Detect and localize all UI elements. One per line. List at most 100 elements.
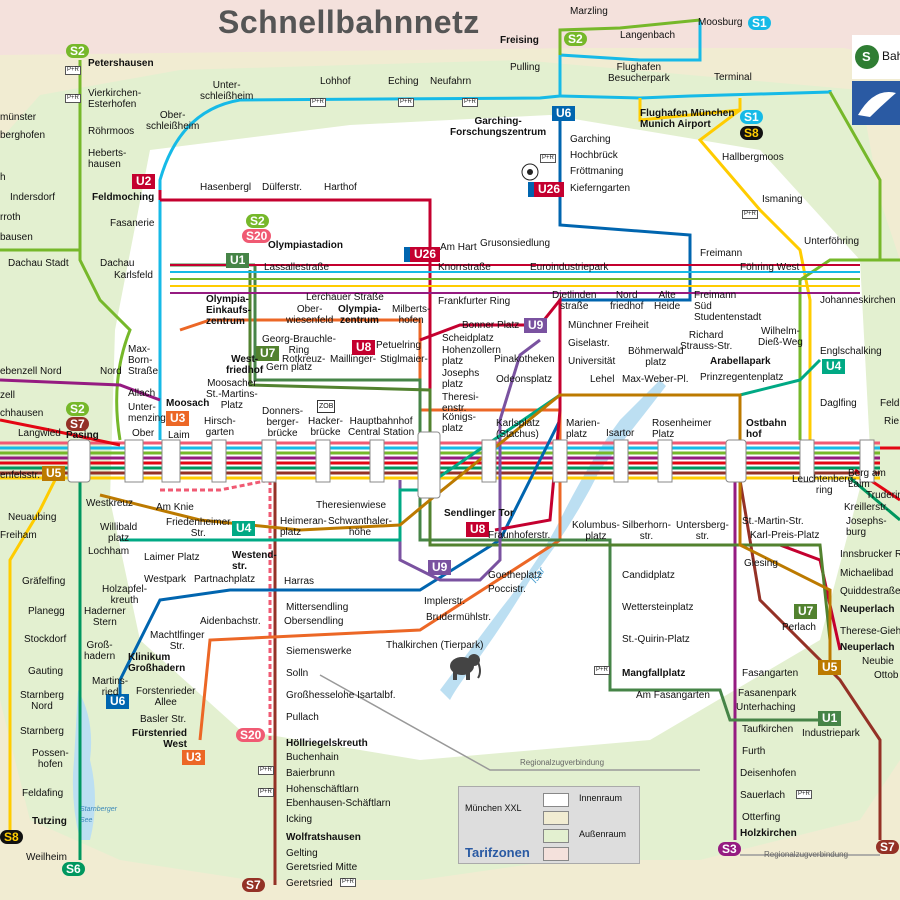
station-roehrmoos[interactable]: Röhrmoos (88, 126, 135, 137)
station-am-knie[interactable]: Am Knie (156, 502, 194, 513)
station-enfelsstr[interactable]: enfelsstr. (0, 470, 41, 481)
station-pinakotheken[interactable]: Pinakotheken (494, 354, 555, 365)
station-forstenrieder[interactable]: Forstenrieder Allee (136, 686, 196, 708)
station-untersberg[interactable]: Untersberg- str. (676, 520, 729, 542)
station-kolumbusplatz[interactable]: Kolumbus- platz (572, 520, 620, 542)
station-gauting[interactable]: Gauting (28, 666, 64, 677)
station-hoellriegelskreuth[interactable]: Höllriegelskreuth (286, 738, 368, 749)
station-pullach[interactable]: Pullach (286, 712, 319, 723)
station-muenster[interactable]: münster (0, 112, 37, 123)
station-fuerstenried-west[interactable]: Fürstenried West (132, 728, 188, 750)
station-flughafen-besucherpark[interactable]: Flughafen Besucherpark (608, 62, 670, 84)
station-isartor[interactable]: Isartor (606, 428, 635, 439)
station-tutzing[interactable]: Tutzing (32, 816, 67, 827)
station-am-hart[interactable]: Am Hart (440, 242, 477, 253)
station-machtlfinger[interactable]: Machtlfinger Str. (150, 630, 205, 652)
station-klinikum[interactable]: Klinikum Großhadern (128, 652, 186, 674)
station-starnberg-nord[interactable]: Starnberg Nord (20, 690, 64, 712)
station-euroindustriepark[interactable]: Euroindustriepark (530, 262, 609, 273)
station-maillinger[interactable]: Maillinger- (330, 354, 377, 365)
station-unterhaching[interactable]: Unterhaching (736, 702, 796, 713)
station-hasenbergl[interactable]: Hasenbergl (200, 182, 252, 193)
station-planegg[interactable]: Planegg (28, 606, 65, 617)
station-universitaet[interactable]: Universität (568, 356, 616, 367)
station-siemenswerke[interactable]: Siemenswerke (286, 646, 352, 657)
station-feldafing[interactable]: Feldafing (22, 788, 64, 799)
station-possenhofen[interactable]: Possen- hofen (32, 748, 69, 770)
station-rie[interactable]: Rie (884, 416, 900, 427)
station-neuaubing[interactable]: Neuaubing (8, 512, 57, 523)
station-berghofen[interactable]: berghofen (0, 130, 46, 141)
station-englschalking[interactable]: Englschalking (820, 346, 882, 357)
station-berg-am-laim[interactable]: Berg am Laim (848, 468, 886, 490)
station-candidplatz[interactable]: Candidplatz (622, 570, 675, 581)
station-ostbahnhof[interactable]: Ostbahn hof (746, 418, 787, 440)
station-freimann-studenten[interactable]: Freimann Süd Studentenstadt (694, 290, 762, 323)
station-h[interactable]: h (0, 172, 6, 183)
station-giselastr[interactable]: Giselastr. (568, 338, 610, 349)
station-gern[interactable]: Gern platz (266, 362, 313, 373)
station-fasanenpark[interactable]: Fasanenpark (738, 688, 797, 699)
station-olympia-einkauf[interactable]: Olympia- Einkaufs- zentrum (206, 294, 252, 327)
station-karl-preis[interactable]: Karl-Preis-Platz (750, 530, 820, 541)
station-kreillerstr[interactable]: Kreillerstr. (844, 502, 889, 513)
station-josephsplatz[interactable]: Josephs platz (442, 368, 480, 390)
station-westpark[interactable]: Westpark (144, 574, 187, 585)
station-theresienstr[interactable]: Theresi- enstr. (442, 392, 479, 414)
station-ismaning[interactable]: Ismaning (762, 194, 803, 205)
station-moosacher[interactable]: Moosacher St.-Martins- Platz (206, 378, 258, 411)
station-untermenzing[interactable]: Unter- menzing (128, 402, 166, 424)
station-johanneskirchen[interactable]: Johanneskirchen (820, 295, 896, 306)
station-grosshadern[interactable]: Groß- hadern (84, 640, 116, 662)
station-laimer-platz[interactable]: Laimer Platz (144, 552, 200, 563)
station-harras[interactable]: Harras (284, 576, 315, 587)
station-moosburg[interactable]: Moosburg (698, 17, 743, 28)
station-aidenbach[interactable]: Aidenbachstr. (200, 616, 261, 627)
station-daglfing[interactable]: Daglfing (820, 398, 857, 409)
station-holzkirchen[interactable]: Holzkirchen (740, 828, 797, 839)
station-weilheim[interactable]: Weilheim (26, 852, 67, 863)
station-lerchauer[interactable]: Lerchauer Straße (306, 292, 384, 303)
station-langwied[interactable]: Langwied (18, 428, 61, 439)
station-marienplatz[interactable]: Marien- platz (566, 418, 600, 440)
station-prinzregenten[interactable]: Prinzregentenplatz (700, 372, 784, 383)
station-zell[interactable]: zell (0, 390, 16, 401)
station-karlsfeld[interactable]: Karlsfeld (114, 270, 153, 281)
station-arabellapark[interactable]: Arabellapark (710, 356, 771, 367)
station-oberwiesenfeld[interactable]: Ober- wiesenfeld (286, 304, 334, 326)
station-feld[interactable]: Feld (880, 398, 900, 409)
station-st-quirin[interactable]: St.-Quirin-Platz (622, 634, 690, 645)
station-goetheplatz[interactable]: Goetheplatz (488, 570, 542, 581)
station-freiham[interactable]: Freiham (0, 530, 37, 541)
station-basler[interactable]: Basler Str. (140, 714, 187, 725)
station-scheidplatz[interactable]: Scheidplatz (442, 333, 494, 344)
station-lohhof[interactable]: Lohhof (320, 76, 351, 87)
station-hackerbruecke[interactable]: Hacker- brücke (308, 416, 344, 438)
station-erroth[interactable]: rroth (0, 212, 21, 223)
station-grusonsiedlung[interactable]: Grusonsiedlung (480, 238, 551, 249)
station-mangfallplatz[interactable]: Mangfallplatz (622, 668, 686, 679)
station-josephsburg[interactable]: Josephs- burg (846, 516, 887, 538)
station-hohenschaeftlarn[interactable]: Hohenschäftlarn (286, 784, 359, 795)
station-georg-brauchle[interactable]: Georg-Brauchle- Ring (262, 334, 336, 356)
station-sendlinger-tor[interactable]: Sendlinger Tor (444, 508, 514, 519)
station-fraunhoferstr[interactable]: Fraunhoferstr. (488, 530, 551, 541)
station-unterschleissheim[interactable]: Unter- schleißheim (200, 80, 254, 102)
station-rotkreuz[interactable]: Rotkreuz- (282, 354, 326, 365)
station-implerstr[interactable]: Implerstr. (424, 596, 466, 607)
station-pulling[interactable]: Pulling (510, 62, 541, 73)
station-nordfriedhof[interactable]: Nord friedhof (610, 290, 644, 312)
station-foehring-west[interactable]: Föhring West (740, 262, 800, 273)
station-alte-heide[interactable]: Alte Heide (654, 290, 681, 312)
station-lochham[interactable]: Lochham (88, 546, 130, 557)
station-neubiberg[interactable]: Neubie (862, 656, 894, 667)
station-innsbrucker[interactable]: Innsbrucker R (840, 549, 900, 560)
station-laim[interactable]: Laim (168, 430, 190, 441)
station-baierbrunn[interactable]: Baierbrunn (286, 768, 335, 779)
station-geretsried-mitte[interactable]: Geretsried Mitte (286, 862, 358, 873)
station-otterfing[interactable]: Otterfing (742, 812, 781, 823)
station-karlsplatz[interactable]: Karlsplatz (Stachus) (496, 418, 540, 440)
station-odeonsplatz[interactable]: Odeonsplatz (496, 374, 553, 385)
station-richard-strauss[interactable]: Richard Strauss-Str. (680, 330, 733, 352)
station-harthof[interactable]: Harthof (324, 182, 357, 193)
